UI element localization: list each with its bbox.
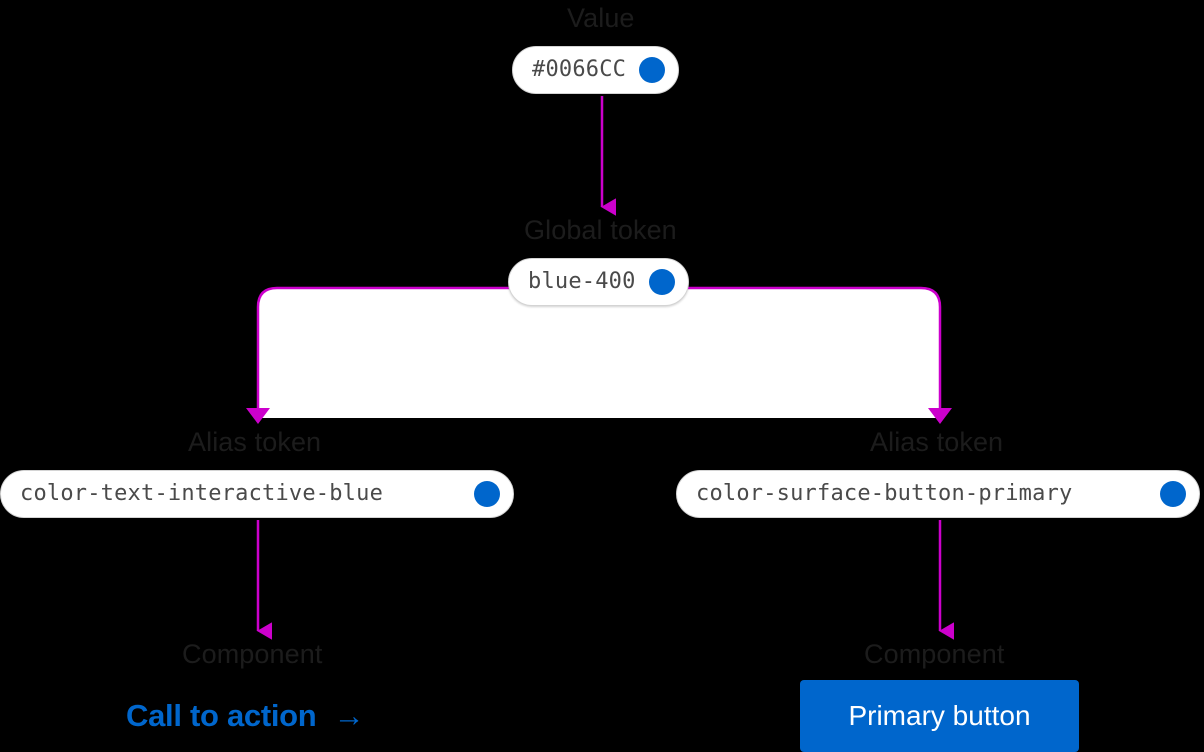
token-pill-alias-surface-button-primary[interactable]: color-surface-button-primary: [676, 470, 1200, 518]
branch-fill: [258, 288, 940, 418]
stage-label-component-left: Component: [182, 639, 323, 669]
token-pill-global-text: blue-400: [528, 269, 636, 294]
call-to-action-label: Call to action: [126, 698, 317, 733]
arrow-right-icon: →: [333, 698, 365, 733]
stage-label-component-right: Component: [864, 639, 1005, 669]
stage-label-global-token: Global token: [524, 215, 677, 245]
primary-button[interactable]: Primary button: [800, 680, 1079, 752]
branch-arrow-right: [928, 408, 952, 424]
color-swatch-icon: [639, 57, 666, 83]
call-to-action-link[interactable]: Call to action →: [126, 700, 364, 731]
token-pill-alias-right-text: color-surface-button-primary: [696, 481, 1073, 506]
color-swatch-icon: [474, 481, 500, 507]
color-swatch-icon: [648, 269, 675, 295]
stage-label-value: Value: [567, 3, 635, 33]
token-pill-value-text: #0066CC: [532, 57, 627, 82]
color-swatch-icon: [1160, 481, 1186, 507]
token-pill-alias-text-interactive-blue[interactable]: color-text-interactive-blue: [0, 470, 514, 518]
token-pill-alias-left-text: color-text-interactive-blue: [20, 481, 384, 506]
stage-label-alias-token-left: Alias token: [188, 427, 322, 457]
token-pill-value[interactable]: #0066CC: [512, 46, 680, 94]
stage-label-alias-token-right: Alias token: [870, 427, 1004, 457]
branch-arrow-left: [246, 408, 270, 424]
token-pill-global[interactable]: blue-400: [508, 258, 689, 306]
